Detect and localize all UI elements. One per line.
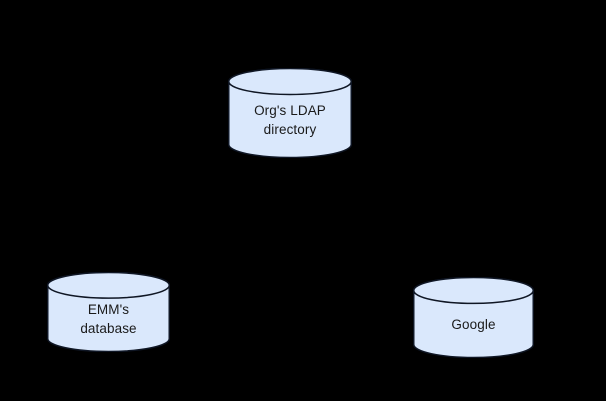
cylinder-top-ellipse bbox=[413, 277, 534, 305]
cylinder-top-ellipse bbox=[47, 272, 170, 299]
cylinder-top-ellipse bbox=[228, 68, 352, 96]
diagram-node-google[interactable]: Google bbox=[413, 277, 534, 358]
database-cylinder-icon bbox=[47, 272, 170, 352]
diagram-node-ldap[interactable]: Org's LDAP directory bbox=[228, 68, 352, 158]
diagram-node-emm[interactable]: EMM's database bbox=[47, 272, 170, 352]
database-cylinder-icon bbox=[413, 277, 534, 358]
database-cylinder-icon bbox=[228, 68, 352, 158]
